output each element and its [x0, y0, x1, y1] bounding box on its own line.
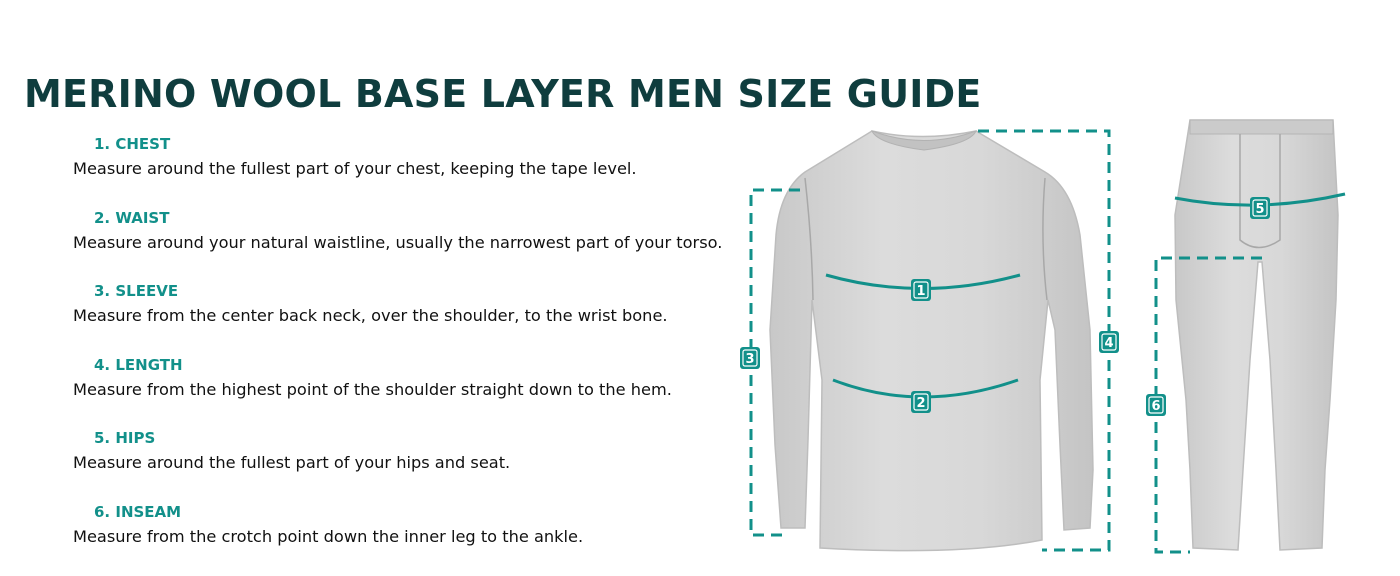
item-description: Measure from the highest point of the sh…	[73, 379, 672, 399]
length-line	[978, 129, 1111, 552]
top-left-sleeve-seam	[804, 177, 814, 301]
item-description: Measure from the center back neck, over …	[73, 306, 668, 326]
bottom-fly	[1239, 134, 1281, 249]
guide-item-hips: 5. HIPS Measure around the fullest part …	[73, 428, 753, 502]
marker-label: 6	[1151, 399, 1160, 414]
marker-label: 5	[1255, 202, 1264, 217]
item-heading: 6. INSEAM	[94, 502, 182, 521]
item-description: Measure around the fullest part of your …	[73, 159, 637, 178]
item-description: Measure around the fullest part of your …	[73, 453, 511, 473]
guide-item-sleeve: 3. SLEEVE Measure from the center back n…	[73, 281, 753, 355]
guide-item-waist: 2. WAIST Measure around your natural wai…	[73, 208, 753, 282]
item-description: Measure around your natural waistline, u…	[73, 232, 723, 252]
marker-label: 1	[916, 284, 925, 299]
base-layer-bottom-image	[1174, 119, 1339, 551]
marker-length: 4	[1099, 331, 1119, 353]
top-collar	[871, 130, 977, 151]
marker-label: 2	[916, 396, 925, 411]
marker-label: 4	[1104, 336, 1113, 351]
item-heading: 4. LENGTH	[94, 355, 183, 374]
marker-inseam: 6	[1146, 394, 1166, 416]
item-heading: 5. HIPS	[94, 429, 156, 448]
marker-hips: 5	[1250, 197, 1270, 219]
item-heading: 1. CHEST	[94, 135, 171, 153]
marker-sleeve: 3	[740, 347, 760, 369]
item-description: Measure from the crotch point down the i…	[73, 526, 584, 546]
bottom-waistband	[1189, 119, 1334, 135]
bottom-body	[1174, 119, 1339, 551]
item-heading: 3. SLEEVE	[94, 282, 179, 301]
top-right-sleeve-seam	[1042, 177, 1048, 301]
guide-item-inseam: 6. INSEAM Measure from the crotch point …	[73, 502, 753, 576]
item-heading: 2. WAIST	[94, 208, 170, 227]
marker-chest: 1	[911, 279, 931, 301]
marker-waist: 2	[911, 391, 931, 413]
guide-item-length: 4. LENGTH Measure from the highest point…	[73, 355, 753, 429]
measurement-guide: 1. CHEST Measure around the fullest part…	[73, 134, 753, 576]
guide-item-chest: 1. CHEST Measure around the fullest part…	[73, 134, 753, 208]
marker-label: 3	[745, 352, 754, 367]
page-title: MERINO WOOL BASE LAYER MEN SIZE GUIDE	[24, 72, 982, 116]
base-layer-top-image	[769, 130, 1094, 552]
